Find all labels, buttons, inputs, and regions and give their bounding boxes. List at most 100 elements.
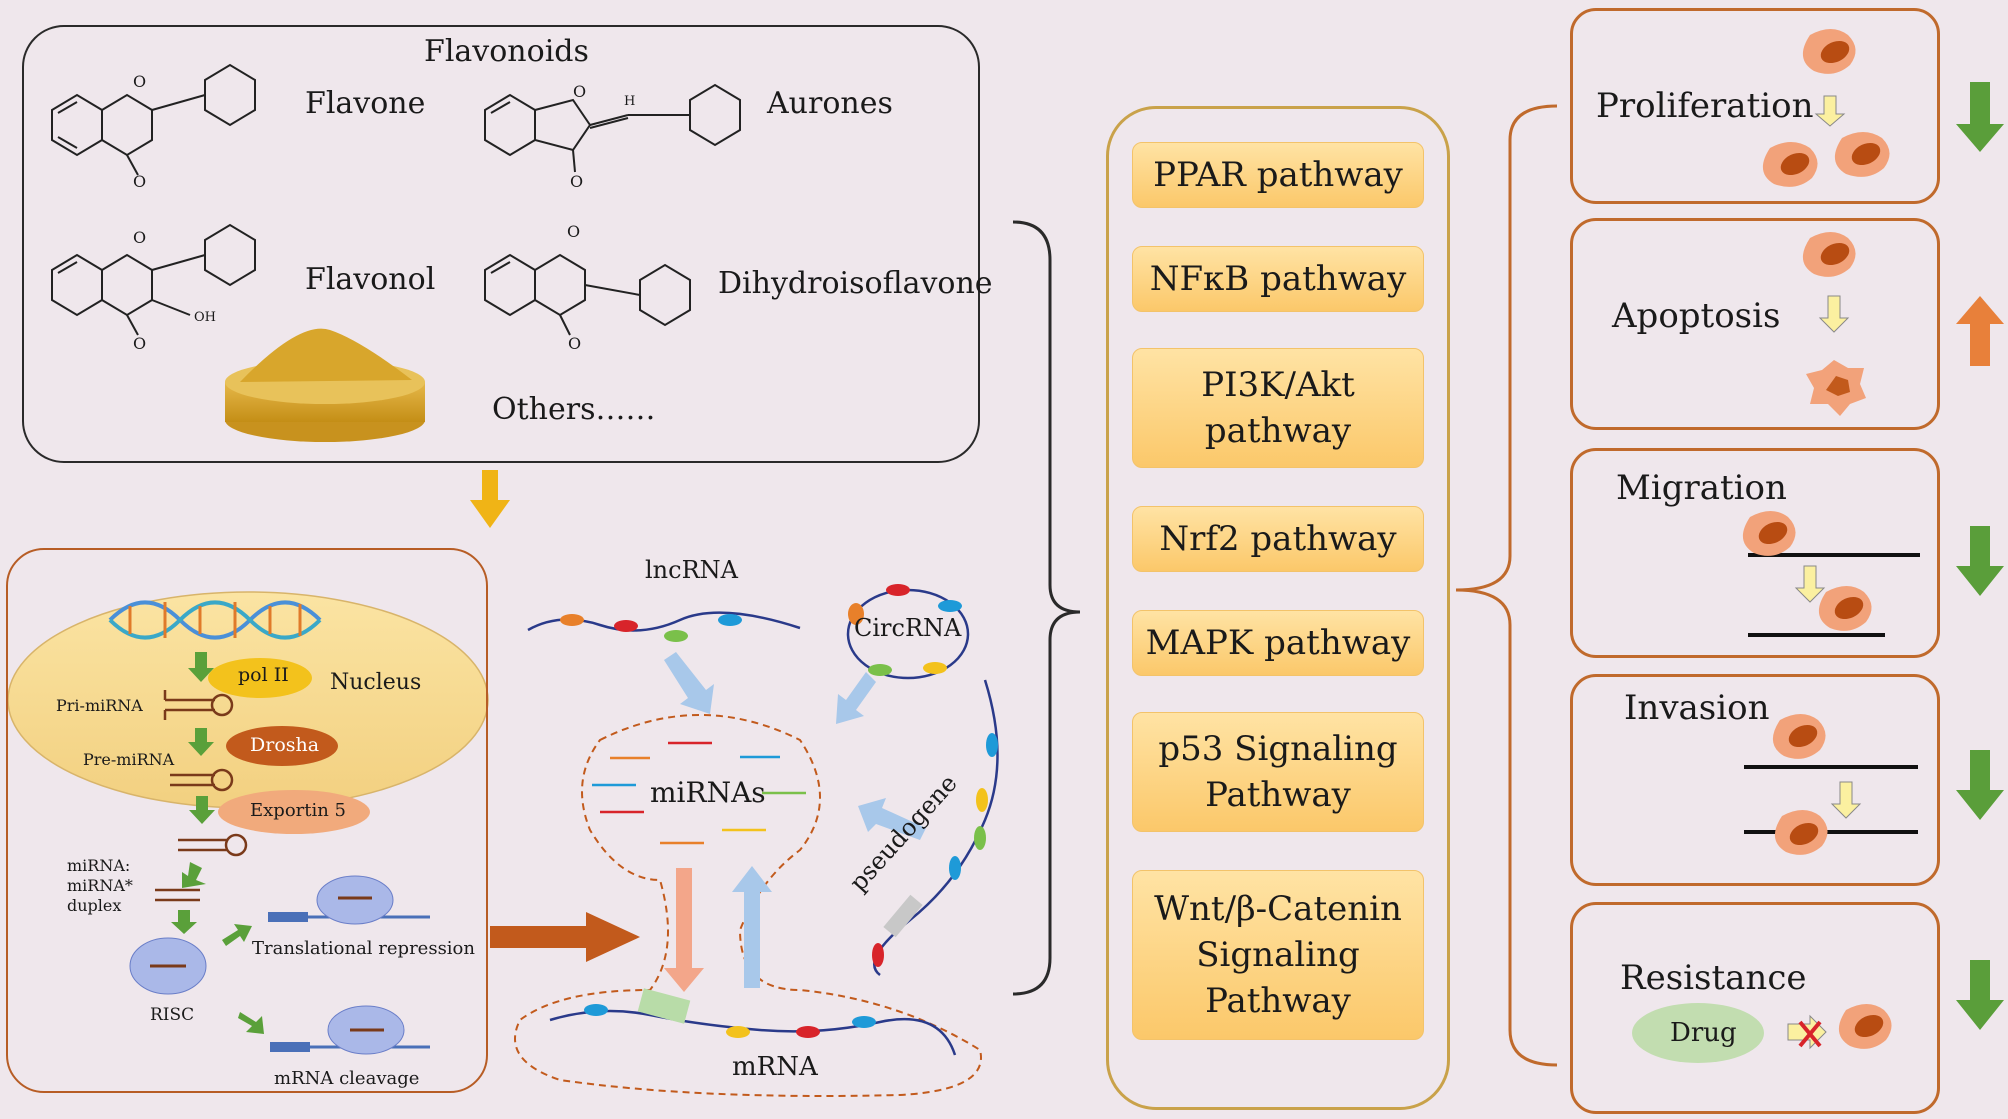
mrna-beads — [584, 988, 876, 1038]
pol-ii-label: pol II — [238, 664, 289, 686]
isoflavone-structure — [484, 253, 691, 336]
pathway-nfkb-text: NFκB pathway — [1149, 259, 1407, 299]
dna-helix-icon — [108, 600, 322, 640]
effect-invasion — [1570, 674, 1940, 886]
powder-dish-icon — [225, 328, 425, 442]
migration-graphic — [1742, 511, 1920, 637]
brace-right — [1455, 104, 1558, 1067]
pseudogene-beads — [872, 733, 998, 967]
flavonol-structure — [51, 223, 256, 336]
others-label: Others…… — [492, 392, 656, 427]
resistance-graphic — [1632, 1003, 1892, 1063]
mrna-strand — [549, 1009, 957, 1056]
network-arrows — [664, 652, 926, 992]
exportin-shape — [218, 790, 370, 834]
duplex-label-3: duplex — [67, 896, 122, 915]
aurone-carbonyl-label: O — [570, 172, 584, 191]
resistance-down-arrow — [1956, 960, 2004, 1030]
effect-proliferation — [1570, 8, 1940, 204]
flavone-label: Flavone — [305, 86, 426, 121]
flavone-structure — [51, 63, 256, 176]
flavone-carbonyl-label: O — [133, 172, 147, 191]
flavonol-oh-label: OH — [194, 310, 216, 325]
aurone-h-label: H — [624, 94, 636, 109]
duplex-label-1: miRNA: — [67, 856, 131, 875]
pathway-wnt-line3: Pathway — [1205, 981, 1351, 1021]
flavonol-label: Flavonol — [305, 262, 436, 297]
risc-label: RISC — [150, 1005, 195, 1025]
biogenesis-to-network-arrow — [490, 912, 640, 962]
isoflavone-carbonyl-label: O — [568, 334, 582, 353]
pathway-p53-line2: Pathway — [1205, 775, 1351, 815]
pathway-p53-line1: p53 Signaling — [1158, 729, 1398, 769]
invasion-down-arrow — [1956, 750, 2004, 820]
flavonoid-to-rna-arrow — [470, 470, 510, 528]
pathway-wnt-line2: Signaling — [1196, 935, 1360, 975]
effect-migration-label: Migration — [1616, 468, 1787, 508]
aurones-label: Aurones — [767, 86, 893, 121]
translational-repression-label: Translational repression — [252, 938, 475, 959]
pathway-mapk: MAPK pathway — [1132, 610, 1424, 676]
pathway-ppar: PPAR pathway — [1132, 142, 1424, 208]
aurone-structure — [484, 83, 741, 173]
effect-resistance-label: Resistance — [1620, 958, 1807, 998]
pathway-wnt: Wnt/β-Catenin Signaling Pathway — [1132, 870, 1424, 1040]
pathway-mapk-text: MAPK pathway — [1145, 623, 1411, 663]
pre-mirna-label: Pre-miRNA — [83, 750, 175, 769]
drosha-label: Drosha — [250, 734, 320, 756]
drug-label: Drug — [1670, 1018, 1737, 1048]
proliferation-cells — [1762, 29, 1890, 187]
apoptosis-up-arrow — [1956, 296, 2004, 366]
pathway-pi3k-line2: pathway — [1204, 411, 1352, 451]
mrna-label: mRNA — [732, 1052, 818, 1082]
lncrna-beads — [560, 614, 742, 642]
pri-mirna-label: Pri-miRNA — [56, 696, 143, 715]
mirna-region — [514, 714, 982, 1097]
pathway-p53: p53 Signaling Pathway — [1132, 712, 1424, 832]
pathway-pi3k-akt: PI3K/Akt pathway — [1132, 348, 1424, 468]
pathway-nrf2-text: Nrf2 pathway — [1159, 519, 1397, 559]
flavone-oxygen-label: O — [133, 72, 147, 91]
mrna-cleavage-label: mRNA cleavage — [274, 1068, 420, 1089]
circrna-beads — [848, 584, 962, 676]
pathway-ppar-text: PPAR pathway — [1153, 155, 1403, 195]
lncrna-label: lncRNA — [645, 556, 738, 584]
flavonoids-panel — [22, 25, 980, 463]
circrna-label: CircRNA — [854, 614, 962, 642]
translational-repression-graphic — [268, 875, 430, 925]
aurone-oxygen-label: O — [573, 82, 587, 101]
effect-indicator-arrows — [1956, 82, 2004, 1030]
effect-resistance — [1570, 902, 1940, 1114]
mirnas-label: miRNAs — [650, 776, 766, 809]
hairpins — [155, 690, 248, 902]
pol-ii-shape — [208, 658, 312, 698]
flavonol-carbonyl-label: O — [133, 334, 147, 353]
duplex-label-2: miRNA* — [67, 876, 133, 895]
proliferation-down-arrow — [1956, 82, 2004, 152]
pathway-wnt-line1: Wnt/β-Catenin — [1154, 889, 1402, 929]
flavonol-oxygen-label: O — [133, 228, 147, 247]
mirna-fragments — [592, 741, 806, 845]
drosha-shape — [226, 726, 338, 766]
mirna-biogenesis-panel — [6, 548, 488, 1093]
nucleus-label: Nucleus — [330, 670, 422, 695]
pathway-nfkb: NFκB pathway — [1132, 246, 1424, 312]
biogenesis-arrows — [171, 652, 264, 1034]
exportin-label: Exportin 5 — [250, 800, 347, 821]
brace-left — [1012, 220, 1081, 996]
effect-apoptosis — [1570, 218, 1940, 430]
migration-down-arrow — [1956, 526, 2004, 596]
invasion-graphic — [1744, 714, 1918, 855]
flavonoids-title: Flavonoids — [424, 34, 589, 69]
isoflavone-oxygen-label: O — [567, 222, 581, 241]
effect-proliferation-label: Proliferation — [1596, 86, 1814, 126]
mrna-cleavage-graphic — [270, 1005, 430, 1055]
dihydroisoflavone-label: Dihydroisoflavone — [718, 266, 993, 301]
effect-apoptosis-label: Apoptosis — [1612, 296, 1781, 336]
pathway-nrf2: Nrf2 pathway — [1132, 506, 1424, 572]
pathway-pi3k-line1: PI3K/Akt — [1201, 365, 1355, 405]
apoptosis-cells — [1802, 232, 1866, 416]
effect-invasion-label: Invasion — [1624, 688, 1770, 728]
pathways-panel — [1106, 106, 1450, 1110]
